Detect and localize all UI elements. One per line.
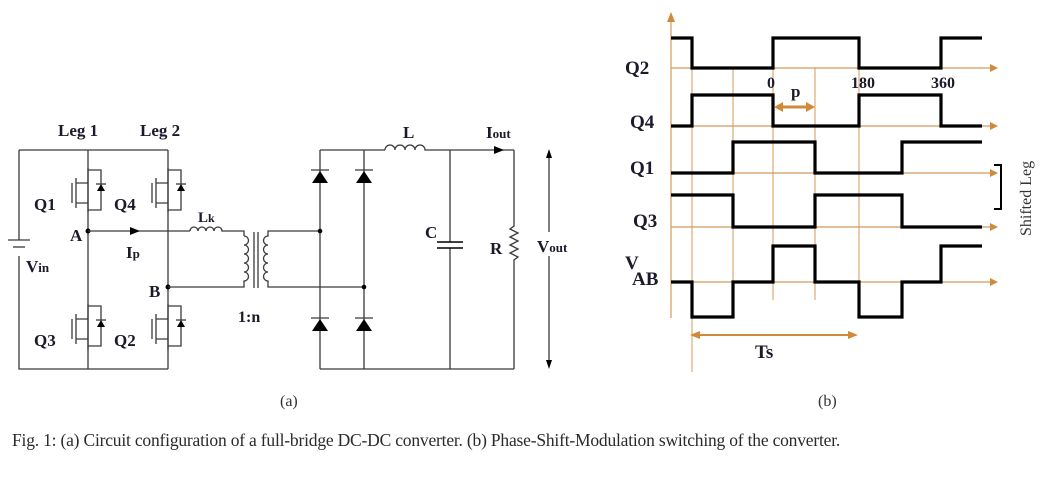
phase-shift-arrow-left-icon [774,102,783,112]
waveform-q2 [671,36,982,70]
turns-ratio-label: 1:n [238,309,260,326]
vout-label-bg [538,232,578,256]
baseline-arrow-icon [990,278,998,286]
waveform-vab [671,244,982,319]
vout-label: Vout [537,237,568,256]
q4-label: Q4 [114,195,136,214]
timing-panel: Q2 Q4 Q1 Q3 V AB 0 180 360 p Ts Shifted … [625,12,1035,410]
period-label: Ts [755,342,773,363]
rectifier-wires [319,149,514,370]
panel-b-label: (b) [818,393,837,410]
output-inductor [384,144,514,151]
signal-label-q4: Q4 [630,112,655,133]
circuit-panel: Leg 1 Leg 2 Vin Q1 Q4 Q3 Q [8,121,578,410]
ip-arrow-icon [130,227,140,235]
c-label: C [425,223,437,242]
waveform-q1 [671,140,982,175]
node-rect-top [317,228,323,234]
resistor [508,150,520,369]
switch-q3 [71,304,106,350]
panel-a-label: (a) [280,393,298,410]
grid-lines [691,68,860,372]
transformer-secondary [262,230,364,288]
phase-shift-label: p [791,82,800,101]
q3-label: Q3 [34,331,56,350]
tick-label-0: 0 [767,75,775,92]
baseline-arrow-icon [990,223,998,231]
diode-d2 [355,169,373,183]
waveform-q4 [671,93,982,128]
figure-caption: Fig. 1: (a) Circuit configuration of a f… [12,430,841,450]
q2-label: Q2 [114,331,136,350]
switch-q4 [151,168,186,212]
tick-label-180: 180 [851,75,875,92]
iout-label: Iout [486,123,511,142]
r-label: R [490,239,503,258]
tick-label-360: 360 [931,75,955,92]
vin-label: Vin [26,257,50,276]
signal-label-q3: Q3 [633,211,657,232]
baseline-arrow-icon [990,169,998,177]
node-b-label: B [149,282,160,301]
iout-arrow-icon [494,146,504,154]
signal-label-q1: Q1 [630,158,654,179]
signal-label-vab-sub: AB [632,269,659,290]
transformer-primary [168,235,250,288]
lk-label: Lk [198,210,215,226]
leg2-label: Leg 2 [140,121,180,140]
node-a-label: A [70,226,83,245]
y-axis-arrow-icon [667,12,675,22]
diode-d4 [355,317,373,331]
switch-q1 [71,168,106,212]
shifted-leg-label: Shifted Leg [1018,161,1035,236]
ip-label: Ip [126,243,140,262]
signal-label-vab: V [625,253,639,274]
baselines [671,64,998,286]
vout-arrow-down-icon [546,360,552,369]
phase-shift-arrow-right-icon [806,102,815,112]
shifted-leg-bracket [994,164,1002,210]
node-rect-bottom [361,284,367,290]
l-label: L [403,123,414,142]
input-frame-wire [18,149,168,370]
q1-label: Q1 [34,195,56,214]
leg1-label: Leg 1 [58,121,98,140]
diode-d3 [311,317,329,331]
vout-arrow-up-icon [546,149,552,158]
waveform-q3 [671,193,982,229]
switch-q2 [151,304,186,350]
period-arrow-left-icon [690,331,700,339]
period-arrow-right-icon [848,331,858,339]
diode-d1 [311,169,329,183]
baseline-arrow-icon [990,64,998,72]
signal-label-q2: Q2 [625,58,649,79]
baseline-arrow-icon [990,122,998,130]
leakage-inductor [189,226,245,236]
waveforms [671,36,982,319]
